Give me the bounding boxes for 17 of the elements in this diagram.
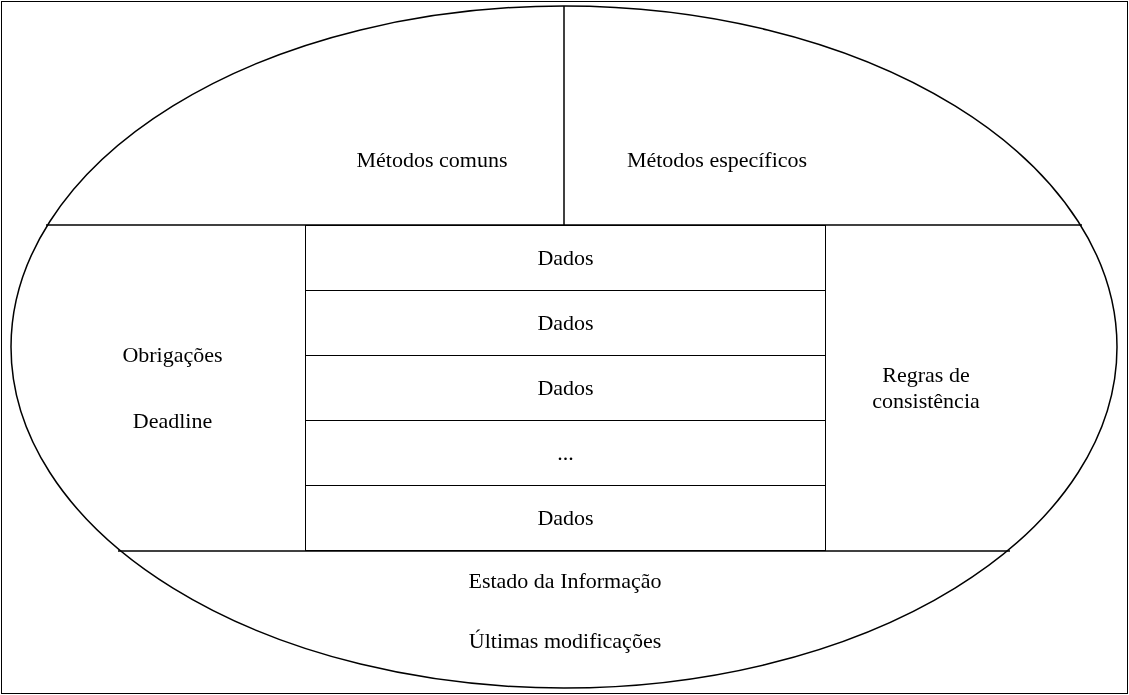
data-row [305,355,826,421]
region-label: Métodos comuns [356,147,508,173]
region-label: Regras de consistência [871,361,981,414]
data-label: Dados [537,505,594,531]
data-row [305,485,826,551]
data-row [305,420,826,486]
data-label: Dados [537,310,594,336]
region-label: Últimas modificações [468,628,662,654]
region-label: Estado da Informação [468,568,662,594]
data-label: ... [557,440,574,466]
data-label: Dados [537,245,594,271]
data-row [305,290,826,356]
data-row [305,225,826,291]
region-label: Obrigações [122,341,223,368]
region-label: Métodos específicos [626,147,808,173]
data-label: Dados [537,375,594,401]
region-label: Deadline [132,407,213,434]
